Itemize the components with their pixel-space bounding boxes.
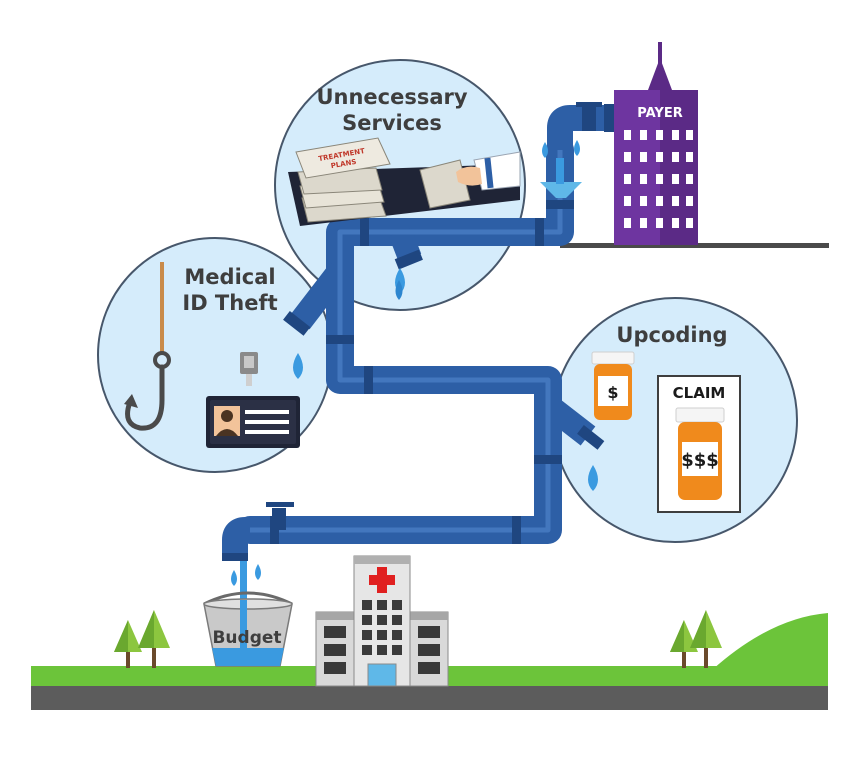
id-badge-icon bbox=[206, 352, 300, 448]
small-bottle-price: $ bbox=[607, 383, 618, 402]
spout-end-upcoding bbox=[577, 425, 605, 450]
bucket-icon bbox=[203, 591, 293, 667]
water-drop-icon bbox=[231, 564, 261, 586]
ground bbox=[31, 613, 828, 710]
pill-bottle-icon bbox=[591, 351, 635, 420]
budget-label: Budget bbox=[212, 628, 281, 648]
payer-label: PAYER bbox=[637, 106, 682, 121]
water-drop-icon bbox=[395, 268, 405, 300]
tree-icon bbox=[670, 620, 698, 668]
faucet-icon bbox=[540, 102, 614, 198]
pipe-highlight bbox=[247, 147, 563, 533]
tree-icon bbox=[138, 610, 170, 668]
spout-end-medical bbox=[283, 311, 311, 336]
road bbox=[31, 686, 828, 710]
payer-ground-line bbox=[560, 243, 829, 248]
spout-end-unnecessary bbox=[394, 249, 423, 270]
medical-id-theft-title-line2: ID Theft bbox=[182, 291, 277, 315]
office-building-icon bbox=[614, 42, 698, 245]
claim-form-icon bbox=[657, 375, 741, 513]
tree-icon bbox=[114, 620, 142, 668]
water-drop-icon bbox=[588, 465, 598, 491]
leak-branch-unnecessary bbox=[388, 227, 422, 263]
hospital-icon bbox=[315, 555, 449, 687]
water-drop-icon bbox=[542, 140, 580, 158]
fishing-hook-icon bbox=[124, 262, 171, 431]
unnecessary-services-title-line1: Unnecessary bbox=[316, 85, 467, 109]
pipe-system bbox=[236, 136, 596, 544]
upcoding-title: Upcoding bbox=[616, 323, 727, 347]
claim-form-amount: $$$ bbox=[681, 450, 719, 471]
hand-icon bbox=[456, 151, 521, 191]
leak-branch-medical bbox=[290, 262, 350, 330]
unnecessary-services-title-line2: Services bbox=[342, 111, 442, 135]
claim-form-title: CLAIM bbox=[673, 384, 726, 402]
water-drop-icon bbox=[293, 353, 303, 379]
tree-icon bbox=[690, 610, 722, 668]
medical-id-theft-title-line1: Medical bbox=[184, 265, 275, 289]
